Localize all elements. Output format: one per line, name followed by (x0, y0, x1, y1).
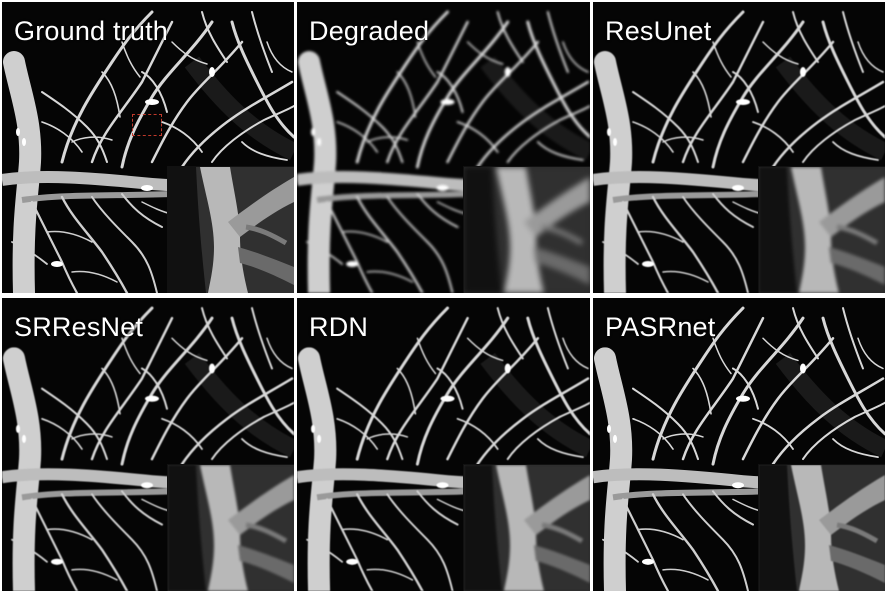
zoom-inset (758, 166, 885, 293)
panel-degraded: Degraded (297, 2, 590, 293)
zoom-inset (167, 166, 294, 293)
zoom-inset (167, 464, 294, 591)
panel-label: SRResNet (14, 312, 144, 342)
panel-resunet: ResUnet (593, 2, 885, 293)
panel-label: PASRnet (605, 312, 716, 342)
panel-label: Ground truth (14, 16, 168, 46)
panel-pasrnet: PASRnet (593, 298, 885, 591)
panel-ground-truth: Ground truth (2, 2, 294, 293)
panel-label: ResUnet (605, 16, 712, 46)
panel-rdn: RDN (297, 298, 590, 591)
zoom-inset (463, 464, 590, 591)
zoom-inset (463, 166, 590, 293)
roi-box (132, 114, 162, 136)
panel-label: RDN (309, 312, 369, 342)
zoom-inset (758, 464, 885, 591)
panel-srresnet: SRResNet (2, 298, 294, 591)
panel-label: Degraded (309, 16, 430, 46)
